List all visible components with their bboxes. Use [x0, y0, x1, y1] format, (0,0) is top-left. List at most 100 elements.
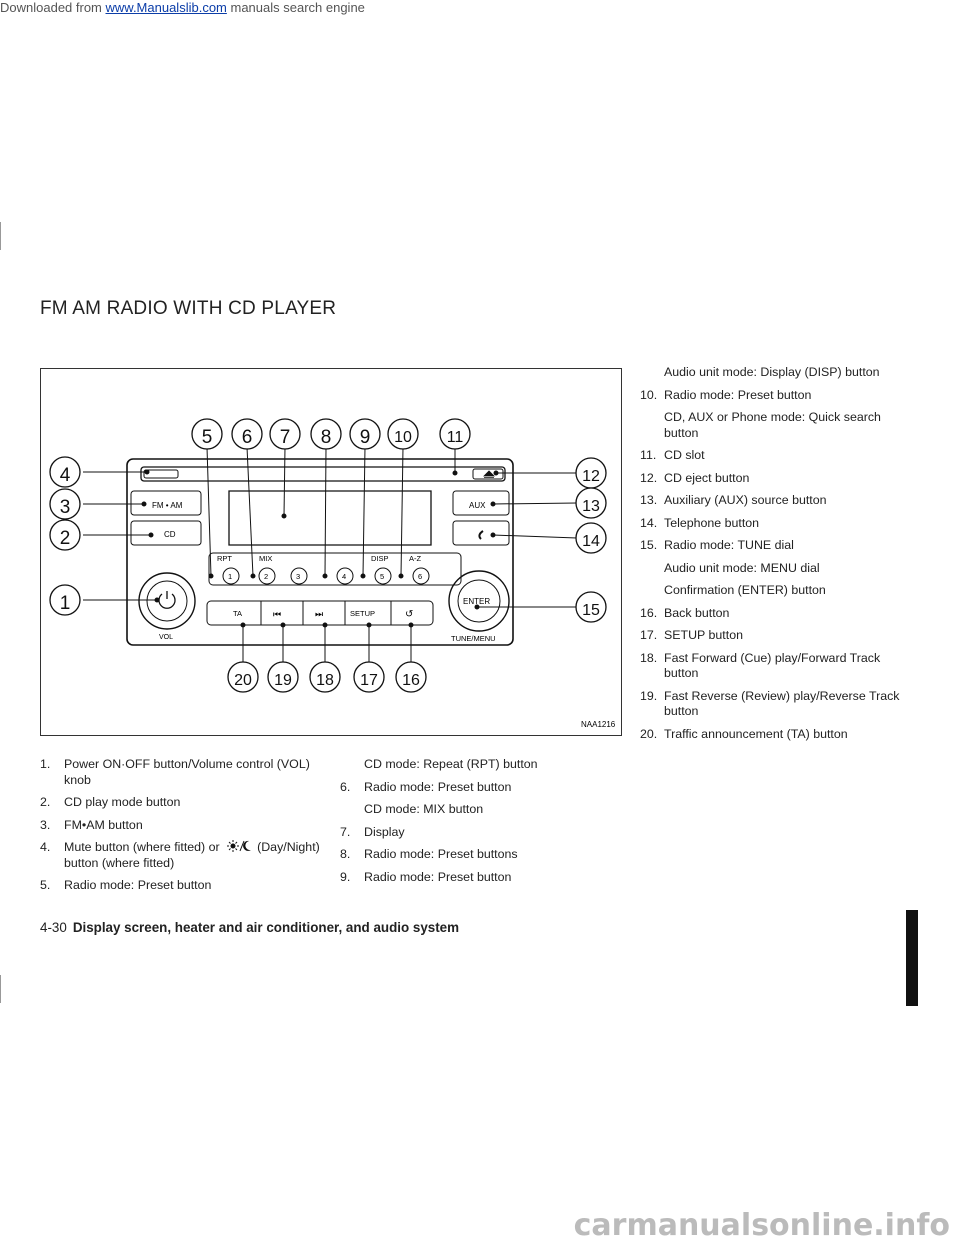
callout-1: 1	[60, 593, 71, 614]
callout-9: 9	[360, 427, 371, 448]
day-night-icon	[227, 840, 252, 852]
aux-button-shape	[452, 490, 510, 516]
section-tab-marker	[906, 910, 918, 1006]
phone-button-shape	[452, 520, 510, 546]
rpt-label: RPT	[217, 554, 232, 563]
cd-button-shape	[130, 520, 202, 546]
radio-panel-outline	[126, 458, 514, 646]
legend-col-2: CD mode: Repeat (RPT) button 6.Radio mod…	[340, 757, 610, 885]
callout-13: 13	[582, 498, 600, 515]
preset-3-label: 3	[296, 572, 300, 581]
callout-5: 5	[202, 427, 213, 448]
vol-knob-shape	[138, 572, 196, 630]
ta-label: TA	[233, 609, 242, 618]
mix-label: MIX	[259, 554, 272, 563]
list-item-sub: Confirmation (ENTER) button	[664, 583, 826, 597]
list-item: 9.Radio mode: Preset button	[340, 869, 512, 884]
eject-button-shape	[472, 468, 504, 480]
list-item: 14.Telephone button	[640, 515, 760, 530]
list-item: 16.Back button	[640, 605, 730, 620]
callout-10: 10	[394, 429, 412, 446]
callout-19: 19	[274, 672, 292, 689]
callout-numbers: 1 2 3 4 5 6 7 8 9 10 11 12 13 14 15 16 1…	[60, 427, 600, 689]
callout-12: 12	[582, 468, 600, 485]
page-title: FM AM RADIO WITH CD PLAYER	[40, 298, 337, 319]
list-item-sub: CD, AUX or Phone mode: Quick search butt…	[664, 410, 881, 440]
callout-16: 16	[402, 672, 420, 689]
figure-code: NAA1216	[581, 720, 616, 729]
power-icon	[158, 591, 176, 609]
list-item-continuation: CD mode: Repeat (RPT) button	[364, 757, 538, 771]
leader-lines	[83, 446, 578, 665]
header-prefix: Downloaded from	[0, 0, 106, 15]
list-item: 11.CD slot	[640, 448, 705, 462]
cd-slot-left	[143, 469, 179, 479]
list-item: 5.Radio mode: Preset button	[40, 878, 212, 892]
vol-label: VOL	[159, 634, 173, 641]
list-item: 10.Radio mode: Preset button	[640, 387, 812, 402]
radio-figure: FM • AM CD AUX RPT MIX DISP A-Z 1 2 3 4 …	[40, 368, 622, 736]
callout-3: 3	[60, 497, 71, 518]
fm-am-button-shape	[130, 490, 202, 516]
preset-6-label: 6	[418, 572, 422, 581]
enter-label: ENTER	[463, 597, 490, 606]
tune-knob-inner	[457, 579, 501, 623]
cd-slot-shape	[140, 466, 506, 482]
list-item-sub: Audio unit mode: MENU dial	[664, 560, 820, 575]
preset-4-label: 4	[342, 572, 346, 581]
callout-4: 4	[60, 465, 71, 486]
tune-knob-shape	[448, 570, 510, 632]
preset-buttons: 1 2 3 4 5 6	[222, 567, 430, 585]
list-item: 18.Fast Forward (Cue) play/Forward Track…	[640, 650, 881, 681]
list-item: 6.Radio mode: Preset button	[340, 779, 512, 794]
callout-14: 14	[582, 533, 600, 550]
tune-menu-label: TUNE/MENU	[451, 634, 496, 643]
manualslib-link[interactable]: www.Manualslib.com	[105, 0, 227, 15]
list-item: 2.CD play mode button	[40, 795, 181, 809]
legend-col-1: 1.Power ON·OFF button/Volume control (VO…	[40, 757, 322, 894]
aux-label: AUX	[469, 501, 486, 510]
legend-col-3: Audio unit mode: Display (DISP) button 1…	[640, 365, 916, 742]
download-header: Downloaded from www.Manualslib.com manua…	[0, 0, 365, 15]
disp-label: DISP	[371, 554, 389, 563]
list-item: 4.Mute button (where fitted) or (Day/Nig…	[40, 840, 320, 870]
callout-20: 20	[234, 672, 252, 689]
eject-icon	[483, 470, 495, 478]
list-item: 8.Radio mode: Preset buttons	[340, 847, 518, 861]
phone-icon	[478, 530, 484, 540]
list-item: 15.Radio mode: TUNE dial	[640, 538, 794, 552]
az-label: A-Z	[409, 554, 422, 563]
callout-15: 15	[582, 602, 600, 619]
crop-mark	[0, 222, 1, 250]
setup-label: SETUP	[350, 609, 375, 618]
list-item: 1.Power ON·OFF button/Volume control (VO…	[40, 757, 310, 787]
callout-8: 8	[321, 427, 332, 448]
list-item: 19.Fast Reverse (Review) play/Reverse Tr…	[640, 688, 900, 719]
preset-1-label: 1	[228, 572, 232, 581]
callout-7: 7	[280, 427, 291, 448]
callout-17: 17	[360, 672, 378, 689]
list-item-sub: CD mode: MIX button	[364, 802, 484, 816]
vol-knob-inner	[146, 580, 188, 622]
preset-5-label: 5	[380, 572, 384, 581]
list-item: 17.SETUP button	[640, 628, 743, 642]
cd-label: CD	[164, 530, 176, 539]
back-icon: ↺	[405, 609, 413, 620]
page-number: 4-30	[40, 920, 67, 935]
callout-2: 2	[60, 528, 71, 549]
header-suffix: manuals search engine	[226, 0, 365, 15]
crop-mark	[0, 975, 1, 1003]
radio-diagram: FM • AM CD AUX RPT MIX DISP A-Z 1 2 3 4 …	[49, 418, 616, 729]
list-item: 13.Auxiliary (AUX) source button	[640, 493, 827, 507]
list-item: 20.Traffic announcement (TA) button	[640, 726, 848, 741]
callout-18: 18	[316, 672, 334, 689]
preset-strip-shape	[208, 552, 462, 586]
preset-2-label: 2	[264, 572, 268, 581]
watermark: carmanualsonline.info	[573, 1208, 950, 1243]
bottom-button-row	[206, 600, 434, 626]
list-item: 7.Display	[340, 824, 405, 839]
callout-11: 11	[447, 429, 464, 446]
list-item: 12.CD eject button	[640, 470, 750, 485]
callout-circles	[49, 418, 607, 693]
